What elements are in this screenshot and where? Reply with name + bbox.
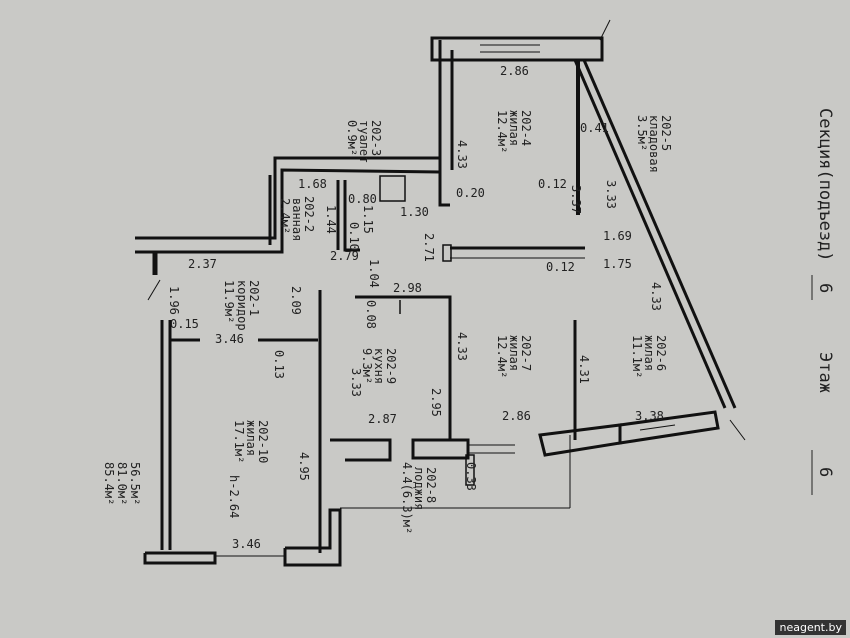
room-area: 4.4(6.3)м² [400,462,414,534]
dimension-label: 4.31 [577,355,591,384]
dimension-label: 3.33 [349,368,363,397]
dimension-label: 1.44 [324,205,338,234]
dimension-label: 1.30 [400,205,429,219]
room-id: 202-10 [256,420,270,463]
room-name: коридор [235,280,249,331]
room-id: 202-6 [654,335,668,371]
room-name: туалет [357,120,371,163]
room-id: 202-2 [302,196,316,232]
room-name: жилая [507,110,521,146]
dimension-label: 0.41 [580,121,609,135]
dimension-label: 0.15 [170,317,199,331]
room-area: 11.1м² [630,335,644,378]
dimension-label: 4.95 [297,452,311,481]
dimension-label: 1.75 [603,257,632,271]
room-id: 202-5 [659,115,673,151]
room-name: лоджия [412,467,426,510]
room-id: 202-9 [384,348,398,384]
room-name: жилая [507,335,521,371]
dimension-label: 2.37 [188,257,217,271]
room-name: кухня [372,348,386,384]
dimension-label: 2.98 [393,281,422,295]
room-area: 12.4м² [495,335,509,378]
room-name: жилая [244,420,258,456]
dimension-label: 2.87 [368,412,397,426]
room-area: 11.9м² [222,280,236,323]
room-name: ванная [290,198,304,241]
dimension-label: 0.13 [272,350,286,379]
dimension-label: 3.46 [232,537,261,551]
dimensions: 2.860.414.333.330.123.370.201.681.440.80… [167,64,664,551]
walls [135,19,746,567]
dimension-label: 2.86 [500,64,529,78]
total-area-with-loggia: 85.4м² [102,462,116,505]
room-area: 9.3м² [360,348,374,384]
watermark: neagent.by [775,620,846,635]
section-value: 6 [815,283,835,293]
room-area: 17.1м² [232,420,246,463]
room-id: 202-8 [424,467,438,503]
dimension-label: 1.96 [167,286,181,315]
dimension-label: 1.04 [367,259,381,288]
dimension-label: 0.10 [347,222,361,251]
dimension-label: 3.37 [569,185,583,214]
dimension-label: 2.71 [422,233,436,262]
dimension-label: 0.12 [546,260,575,274]
room-area: 3.5м² [635,115,649,151]
dimension-label: 4.33 [649,282,663,311]
dimension-label: 2.09 [289,286,303,315]
dimension-label: 0.80 [348,192,377,206]
dimension-label: 4.33 [455,140,469,169]
room-id: 202-3 [369,120,383,156]
floor-label: Этаж [815,352,835,393]
dimension-label: 2.95 [429,388,443,417]
dimension-label: 1.69 [603,229,632,243]
dimension-label: h-2.64 [227,475,241,518]
dimension-label: 0.08 [364,300,378,329]
dimension-label: 0.12 [538,177,567,191]
room-area: 0.9м² [345,120,359,156]
room-id: 202-4 [519,110,533,146]
section-label: Секция(подъезд) [815,108,835,262]
floor-value: 6 [815,467,835,477]
totals: 56.5м² 81.0м² 85.4м² [102,462,142,505]
total-living: 56.5м² [128,462,142,505]
room-area: 2.4м² [278,198,292,234]
dimension-label: 3.38 [635,409,664,423]
room-area: 12.4м² [495,110,509,153]
room-name: жилая [642,335,656,371]
dimension-label: 0.20 [456,186,485,200]
dimension-label: 2.79 [330,249,359,263]
dimension-label: 4.33 [455,332,469,361]
header-labels: Секция(подъезд) 6 Этаж 6 [811,108,835,495]
dimension-label: 2.86 [502,409,531,423]
dimension-label: 1.68 [298,177,327,191]
room-id: 202-1 [247,280,261,316]
room-name: кладовая [647,115,661,173]
total-area: 81.0м² [115,462,129,505]
dimension-label: 0.33 [464,462,478,491]
dimension-label: 3.33 [604,180,618,209]
dimension-label: 3.46 [215,332,244,346]
room-id: 202-7 [519,335,533,371]
dimension-label: 1.15 [361,205,375,234]
